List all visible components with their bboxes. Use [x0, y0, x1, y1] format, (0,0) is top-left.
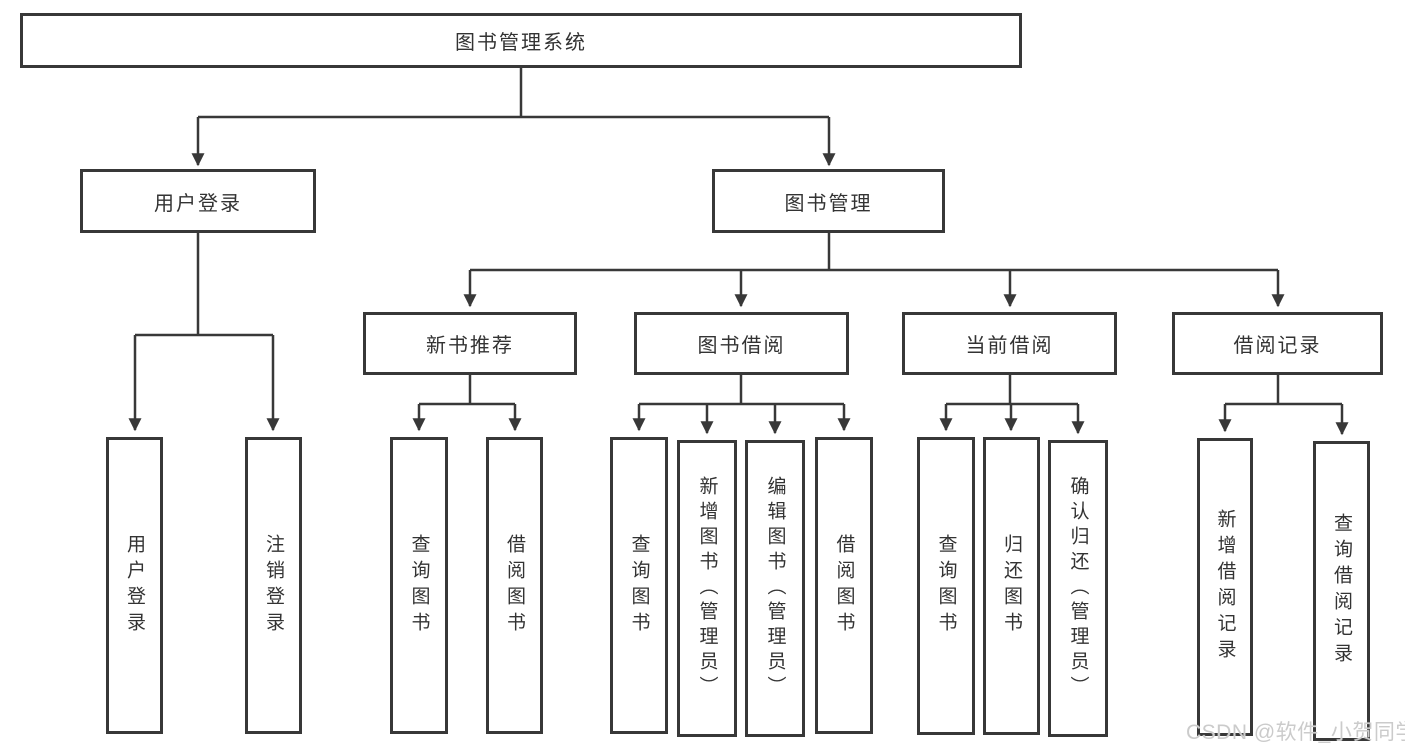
- leaf-confirm-return-admin: 确认归还（管理员）: [1048, 440, 1108, 737]
- leaf-borrow-books: 借阅图书: [815, 437, 873, 734]
- leaf-query-borrow-record: 查询借阅记录: [1313, 441, 1370, 741]
- node-book-borrow: 图书借阅: [634, 312, 849, 375]
- leaf-add-borrow-record: 新增借阅记录: [1197, 438, 1253, 736]
- node-root: 图书管理系统: [20, 13, 1022, 68]
- node-new-book-recommend: 新书推荐: [363, 312, 577, 375]
- leaf-logout: 注销登录: [245, 437, 302, 734]
- node-user-login: 用户登录: [80, 169, 316, 233]
- node-book-management: 图书管理: [712, 169, 945, 233]
- csdn-watermark: CSDN @软件_小贺同学: [1186, 721, 1405, 744]
- leaf-query-books-recommend: 查询图书: [390, 437, 448, 734]
- leaf-borrow-books-recommend: 借阅图书: [486, 437, 543, 734]
- leaf-query-books-current: 查询图书: [917, 437, 975, 735]
- node-borrow-records: 借阅记录: [1172, 312, 1383, 375]
- node-current-borrow: 当前借阅: [902, 312, 1117, 375]
- leaf-add-book-admin: 新增图书（管理员）: [677, 440, 737, 737]
- leaf-query-books-borrow: 查询图书: [610, 437, 668, 734]
- leaf-return-book: 归还图书: [983, 437, 1040, 735]
- leaf-edit-book-admin: 编辑图书（管理员）: [745, 440, 805, 737]
- leaf-user-login: 用户登录: [106, 437, 163, 734]
